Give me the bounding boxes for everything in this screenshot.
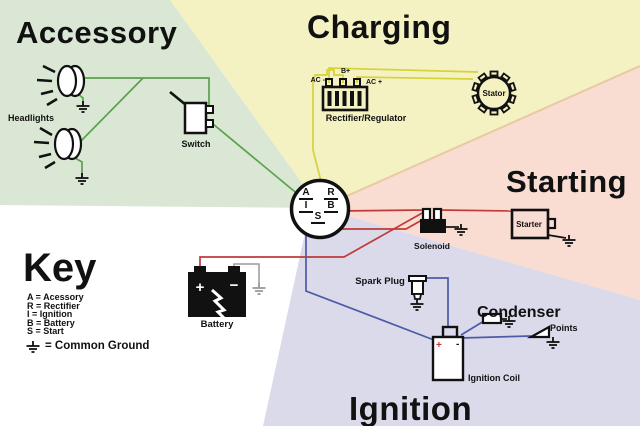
rectifier-symbol — [321, 78, 369, 112]
key-terminal-r: R — [324, 187, 338, 200]
rectifier-b-plus-label: B+ — [341, 68, 351, 75]
wire-headlight-to-switch — [84, 77, 210, 107]
key-terminal-b: B — [324, 200, 338, 213]
charging-title: Charging — [307, 9, 452, 45]
ignition-wedge — [263, 208, 640, 426]
wire-coil-to-condenser — [460, 320, 485, 336]
spark-plug-symbol — [408, 275, 427, 300]
wire-sparkplug-to-coil — [425, 277, 449, 327]
wire-switch-to-key-a — [212, 123, 301, 197]
legend-common-ground: = Common Ground — [45, 340, 150, 352]
wire-headlight2-ground — [74, 157, 83, 177]
key-terminal-i: I — [299, 200, 313, 213]
battery-ground-icon — [251, 282, 267, 295]
stator-symbol — [471, 70, 517, 116]
coil-minus-label: - — [456, 339, 460, 350]
rectifier-label: Rectifier/Regulator — [325, 113, 407, 123]
solenoid-symbol — [420, 207, 459, 233]
wire-solenoid-to-starter — [437, 209, 513, 212]
switch-label: Switch — [181, 139, 211, 149]
points-symbol — [526, 325, 551, 339]
headlight2-symbol — [33, 126, 83, 170]
key-title: Key — [23, 246, 97, 290]
battery-plus-label: + — [195, 279, 205, 296]
ignition-title: Ignition — [349, 390, 473, 426]
rectifier-ac-minus-label: AC - — [310, 77, 325, 84]
starter-symbol — [510, 208, 567, 240]
legend-item-b: B = Battery — [27, 317, 75, 328]
headlight1-symbol — [36, 64, 86, 107]
condenser-label: Condenser — [477, 304, 561, 321]
key-legend: A = Acessory R = Rectifier I = Ignition … — [27, 293, 84, 336]
legend-item-s: S = Start — [27, 326, 64, 337]
coil-plus-label: + — [436, 340, 442, 351]
ignition-coil-symbol — [431, 325, 465, 382]
battery-bolt-icon — [211, 288, 228, 322]
legend-item-i: I = Ignition — [27, 309, 73, 320]
switch-symbol — [169, 90, 214, 135]
wedge-boundary-line — [321, 65, 640, 208]
starting-wedge — [320, 67, 640, 300]
condenser-symbol — [481, 312, 507, 325]
wire-key-i-to-coil — [305, 213, 435, 341]
accessory-title: Accessory — [16, 15, 178, 50]
points-label: Points — [550, 323, 578, 333]
starter-label: Starter — [516, 220, 542, 229]
starting-title: Starting — [506, 164, 628, 199]
headlights-label: Headlights — [8, 113, 55, 123]
wire-coil-to-points — [460, 335, 532, 339]
accessory-wedge — [0, 0, 320, 208]
battery-symbol — [188, 266, 246, 322]
wire-acplus-to-stator — [356, 76, 474, 83]
key-switch-symbol — [289, 178, 351, 240]
wire-battery-to-ground — [233, 263, 260, 286]
legend-item-a: A = Acessory — [27, 292, 84, 302]
rectifier-ac-plus-label: AC + — [366, 79, 383, 86]
stator-label: Stator — [482, 89, 506, 98]
stator-teeth — [471, 70, 517, 116]
solenoid-label: Solenoid — [414, 241, 450, 251]
ignition-coil-label: Ignition Coil — [468, 373, 520, 383]
wire-headlight2-branch — [80, 77, 144, 142]
battery-label: Battery — [200, 319, 234, 330]
key-terminal-s: S — [311, 211, 325, 224]
legend-item-r: R = Rectifier — [27, 300, 80, 311]
wire-bplus-to-key-r — [312, 69, 344, 198]
ignition-wires — [305, 213, 532, 341]
wire-battery-to-solenoid — [199, 211, 425, 266]
legend-ground-icon — [25, 340, 41, 353]
spark-plug-label: Spark Plug — [355, 276, 405, 287]
key-terminal-a: A — [299, 187, 313, 200]
charging-wedge — [170, 0, 640, 208]
battery-minus-label: − — [229, 277, 239, 294]
